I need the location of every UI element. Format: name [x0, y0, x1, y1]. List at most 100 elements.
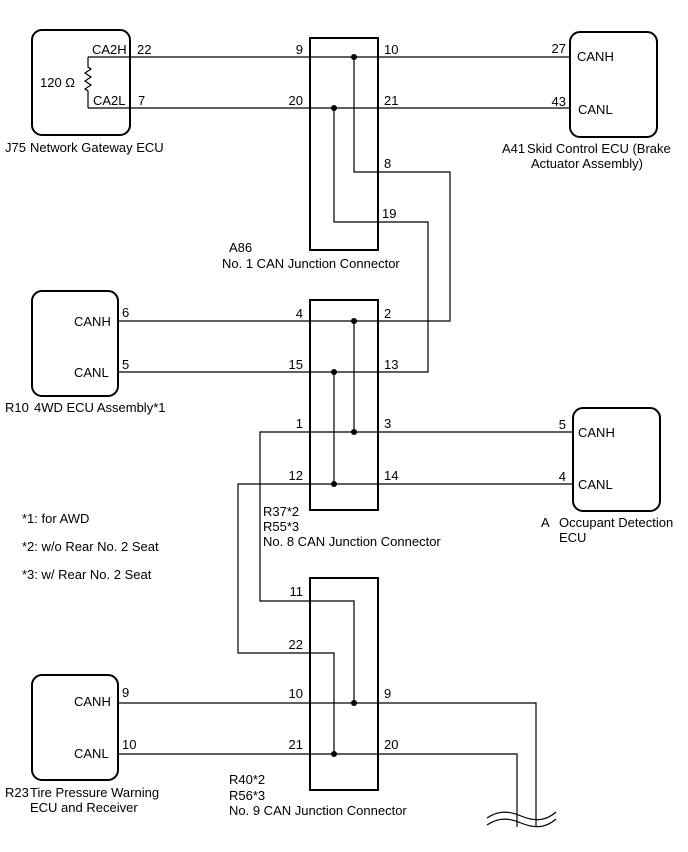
- r23-tire-pressure-warning-ecu: 9 CANH 10 CANL R23 Tire Pressure Warning…: [5, 674, 159, 815]
- a41-can-high-pin: 27: [552, 41, 566, 56]
- a86-connector-name: No. 1 CAN Junction Connector: [222, 256, 400, 271]
- can-high-r37-to-r40-wire: [259, 431, 573, 703]
- a41-connector-code: A41: [502, 141, 525, 156]
- r37-right-pin-low-occupant: 14: [384, 468, 398, 483]
- footnote: *2: w/o Rear No. 2 Seat: [22, 539, 159, 554]
- occupant-can-high-signal: CANH: [578, 425, 615, 440]
- j75-network-gateway-ecu: 120 Ω CA2H 22 CA2L 7 J75 Network Gateway…: [5, 29, 164, 155]
- r40-left-pin-high-r23: 10: [289, 686, 303, 701]
- j75-resistor-value: 120 Ω: [40, 75, 75, 90]
- r37-right-pin-high-occupant: 3: [384, 416, 391, 431]
- a86-branch-pin-low: 19: [382, 206, 396, 221]
- r40-can-low-continuation-wire: [118, 753, 518, 827]
- a41-component-name-line2: Actuator Assembly): [531, 156, 643, 171]
- r55-connector-code: R55*3: [263, 519, 299, 534]
- r23-ecu-box: [31, 674, 119, 781]
- r37-r55-no8-can-junction-connector: 4 2 15 13 1 3 12 14 R37*2 R55*3 No. 8 CA…: [263, 299, 441, 549]
- occupant-connector-code: A: [541, 515, 550, 530]
- r10-4wd-ecu-assembly: 6 CANH 5 CANL R10 4WD ECU Assembly*1: [5, 290, 165, 415]
- can-wires: [88, 56, 573, 828]
- j75-can-high-pin: 22: [137, 42, 151, 57]
- r23-can-high-signal: CANH: [74, 694, 111, 709]
- j75-can-low-signal: CA2L: [93, 93, 126, 108]
- a41-can-low-signal: CANL: [578, 102, 613, 117]
- r37-right-pin-low-a86: 13: [384, 357, 398, 372]
- a86-connector-box: [309, 37, 379, 251]
- r40-connector-code: R40*2: [229, 772, 265, 787]
- occupant-ecu-box: [572, 407, 661, 512]
- a86-no1-can-junction-connector: 9 10 20 21 8 19 A86 No. 1 CAN Junction C…: [222, 37, 400, 271]
- j75-ecu-box: [31, 29, 131, 136]
- occupant-component-name-line1: Occupant Detection: [559, 515, 673, 530]
- a41-component-name-line1: Skid Control ECU (Brake: [527, 141, 671, 156]
- wire-break-symbol: [486, 818, 557, 828]
- r40-right-pin-low: 20: [384, 737, 398, 752]
- splice-point: [331, 369, 337, 375]
- no9-connector-name: No. 9 CAN Junction Connector: [229, 803, 407, 818]
- occupant-can-low-pin: 4: [559, 469, 566, 484]
- a41-skid-control-ecu: 27 CANH 43 CANL A41 Skid Control ECU (Br…: [502, 31, 671, 171]
- r10-can-high-signal: CANH: [74, 314, 111, 329]
- r37-right-pin-high-a86: 2: [384, 306, 391, 321]
- r10-can-high-pin: 6: [122, 305, 129, 320]
- r23-can-low-pin: 10: [122, 737, 136, 752]
- splice-point: [351, 700, 357, 706]
- r10-ecu-box: [31, 290, 119, 397]
- a41-can-low-pin: 43: [552, 94, 566, 109]
- no8-connector-name: No. 8 CAN Junction Connector: [263, 534, 441, 549]
- r40-r56-no9-can-junction-connector: 11 22 10 9 21 20 R40*2 R56*3 No. 9 CAN J…: [229, 577, 407, 818]
- r37-connector-box: [309, 299, 379, 511]
- splice-point: [331, 105, 337, 111]
- r56-connector-code: R56*3: [229, 788, 265, 803]
- r37-left-pin-high-r10: 4: [296, 306, 303, 321]
- j75-connector-code: J75: [5, 140, 26, 155]
- j75-can-high-signal: CA2H: [92, 42, 127, 57]
- can-high-a86-to-r37-wire: [118, 57, 451, 322]
- r40-left-pin-high-r37: 11: [290, 584, 304, 599]
- r40-connector-box: [309, 577, 379, 791]
- r40-right-pin-high: 9: [384, 686, 391, 701]
- r10-component-name: 4WD ECU Assembly*1: [34, 400, 165, 415]
- a86-connector-code: A86: [229, 240, 252, 255]
- r10-can-low-signal: CANL: [74, 365, 109, 380]
- r23-can-low-signal: CANL: [74, 746, 109, 761]
- wire-break-symbol: [486, 811, 557, 821]
- r23-can-high-pin: 9: [122, 685, 129, 700]
- footnote: *3: w/ Rear No. 2 Seat: [22, 567, 152, 582]
- r37-connector-code: R37*2: [263, 504, 299, 519]
- occupant-can-high-pin: 5: [559, 417, 566, 432]
- r40-can-high-continuation-wire: [118, 702, 537, 827]
- r23-component-name-line1: Tire Pressure Warning: [30, 785, 159, 800]
- j75-can-low-pin: 7: [138, 93, 145, 108]
- r23-connector-code: R23: [5, 785, 29, 800]
- a86-left-pin-high: 9: [296, 42, 303, 57]
- a86-right-pin-high: 10: [384, 42, 398, 57]
- r23-component-name-line2: ECU and Receiver: [30, 800, 138, 815]
- splice-point: [351, 318, 357, 324]
- r40-left-pin-low-r37: 22: [289, 637, 303, 652]
- j75-component-name: Network Gateway ECU: [30, 140, 164, 155]
- r10-connector-code: R10: [5, 400, 29, 415]
- splice-point: [331, 481, 337, 487]
- r37-left-pin-low-r10: 15: [289, 357, 303, 372]
- r37-left-pin-high-r40: 1: [296, 416, 303, 431]
- termination-resistor-symbol: [83, 57, 93, 108]
- r40-left-pin-low-r23: 21: [289, 737, 303, 752]
- a41-can-high-signal: CANH: [577, 49, 614, 64]
- can-low-r37-to-r40-wire: [237, 483, 573, 754]
- splice-points: [331, 54, 357, 757]
- a86-right-pin-low: 21: [384, 93, 398, 108]
- footnote: *1: for AWD: [22, 511, 89, 526]
- occupant-can-low-signal: CANL: [578, 477, 613, 492]
- occupant-detection-ecu: 5 CANH 4 CANL A Occupant Detection ECU: [541, 407, 673, 545]
- can-low-a86-to-r37-wire: [118, 108, 429, 373]
- a41-ecu-box: [569, 31, 658, 138]
- splice-point: [331, 751, 337, 757]
- a86-left-pin-low: 20: [289, 93, 303, 108]
- r10-can-low-pin: 5: [122, 357, 129, 372]
- splice-point: [351, 54, 357, 60]
- occupant-component-name-line2: ECU: [559, 530, 586, 545]
- footnotes: *1: for AWD *2: w/o Rear No. 2 Seat *3: …: [22, 511, 159, 582]
- r37-left-pin-low-r40: 12: [289, 468, 303, 483]
